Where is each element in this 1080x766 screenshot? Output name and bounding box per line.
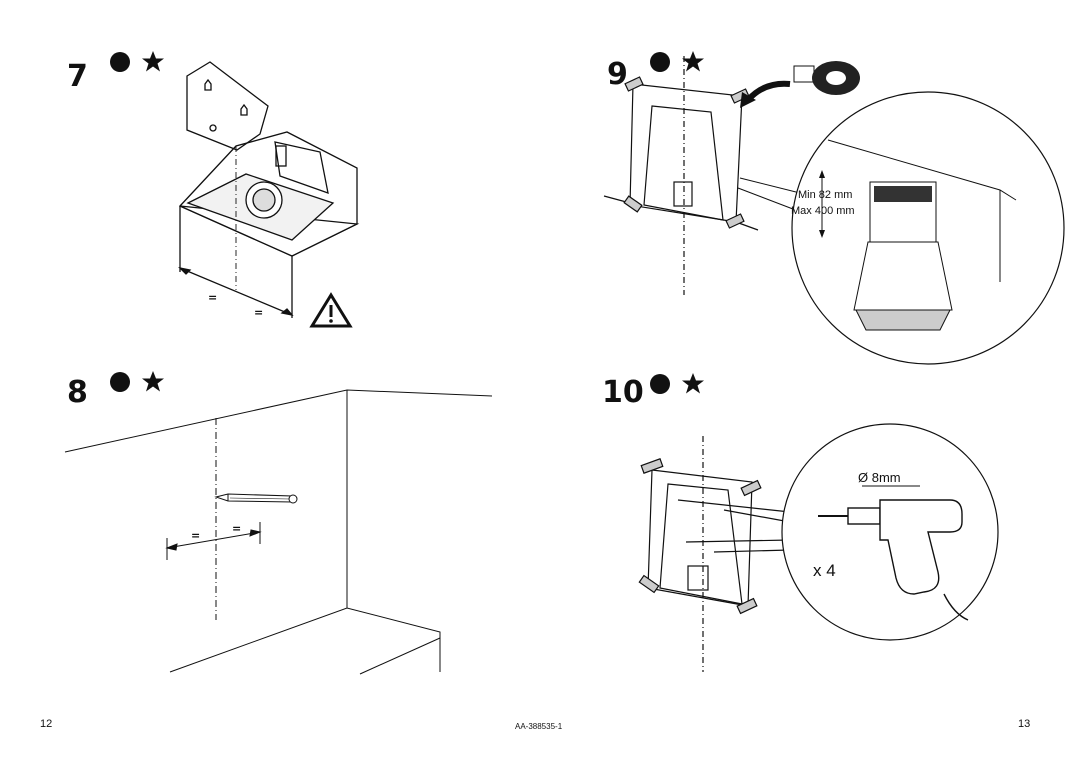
equal-mark: = — [232, 522, 241, 535]
step-8: 8 = = — [64, 371, 493, 675]
star-icon — [142, 371, 164, 392]
drilling-template — [638, 436, 791, 672]
min-height-label: Min 82 mm — [798, 189, 852, 201]
filled-circle-icon — [650, 52, 670, 72]
step-10-number: 10 — [602, 375, 644, 410]
template-on-wall — [603, 56, 759, 295]
hole-count-label: x 4 — [813, 561, 836, 580]
star-icon — [142, 51, 164, 72]
tape-roll-icon — [793, 61, 860, 95]
detail-bubble — [737, 91, 1065, 365]
hood-mounting-illustration — [178, 61, 360, 318]
drill-detail-bubble — [781, 423, 999, 641]
star-icon — [682, 373, 704, 394]
pencil-icon — [214, 493, 298, 504]
step-8-number: 8 — [67, 375, 88, 410]
step-9-number: 9 — [607, 57, 628, 92]
step-7: 7 = = — [67, 51, 360, 328]
drill-size-label: Ø 8mm — [858, 470, 901, 485]
filled-circle-icon — [110, 372, 130, 392]
document-code: AA-388535-1 — [515, 722, 563, 731]
step-7-number: 7 — [67, 59, 88, 94]
star-icon — [682, 51, 704, 72]
arrow-icon — [740, 80, 791, 108]
equal-mark: = — [208, 291, 217, 304]
step-9: 9 — [603, 51, 1065, 365]
drill-icon — [818, 499, 969, 621]
left-page-number: 12 — [40, 718, 53, 730]
wall-marking-illustration — [64, 389, 493, 675]
warning-triangle-icon — [309, 292, 353, 328]
equal-mark: = — [191, 529, 200, 542]
right-page-number: 13 — [1018, 718, 1031, 730]
step-10: 10 Ø 8mm x 4 — [602, 373, 999, 672]
equal-mark: = — [254, 306, 263, 319]
max-height-label: Max 400 mm — [791, 205, 855, 217]
filled-circle-icon — [650, 374, 670, 394]
filled-circle-icon — [110, 52, 130, 72]
